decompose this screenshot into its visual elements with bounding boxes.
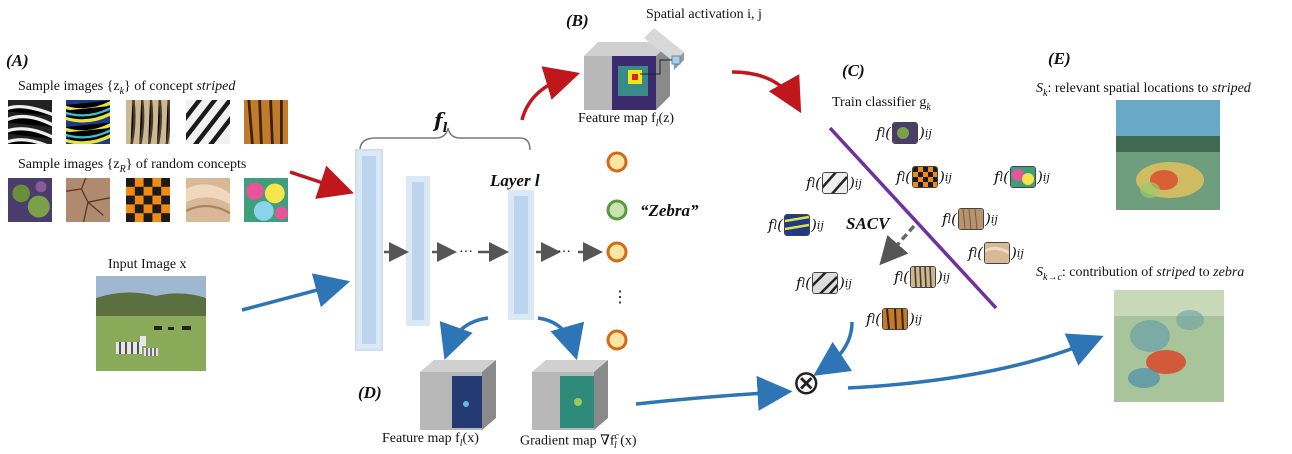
classifier-caption: Train classifier gk: [832, 95, 931, 113]
concept-images-caption: Sample images {zk} of concept striped: [18, 79, 236, 97]
relevant-caption: Sk: relevant spatial locations to stripe…: [1036, 81, 1251, 99]
feature-map-cube-d: [420, 360, 496, 430]
striped-image-colorful: [66, 100, 110, 144]
striped-image-zebra-1: [8, 100, 52, 144]
sacv-label: SACV: [846, 214, 890, 233]
random-image-silk: [186, 178, 230, 222]
dots-2: ···: [557, 245, 571, 260]
output-node-3: [606, 241, 628, 263]
layer-l-inner: [514, 196, 528, 314]
gradient-map-cube-d: [532, 360, 608, 430]
input-image-caption: Input Image x: [108, 257, 187, 272]
blue-arrow-c-to-combine: [813, 321, 854, 376]
random-image-cracked: [66, 178, 110, 222]
random-image-checkered: [126, 178, 170, 222]
label-c: (C): [842, 61, 865, 80]
random-image-satellite: [8, 178, 52, 222]
feature-map-cube-b: [584, 42, 670, 110]
feature-map-b-caption: Feature map fl(z): [578, 111, 675, 129]
output-node-zebra: [606, 199, 628, 221]
layer-1-inner: [362, 156, 376, 344]
dots-1: ···: [459, 245, 473, 260]
random-images-caption: Sample images {zR} of random concepts: [18, 157, 247, 175]
contribution-caption: Sk→c: contribution of striped to zebra: [1036, 265, 1245, 283]
output-node-4: [606, 329, 628, 351]
f-brace: [359, 127, 531, 151]
label-a: (A): [6, 51, 29, 70]
random-image-yarn: [244, 178, 288, 222]
red-arrow-to-c: [731, 70, 802, 114]
classifier-line: [828, 126, 998, 310]
relevant-locations-heatmap: [1116, 100, 1220, 210]
gradient-map-caption: Gradient map ∇fcl (x): [520, 431, 637, 452]
label-e: (E): [1048, 49, 1071, 68]
striped-image-zebra-3: [186, 100, 230, 144]
combine-symbol: ⊗: [792, 363, 821, 403]
label-d: (D): [358, 383, 382, 402]
red-arrow-to-b: [520, 66, 581, 121]
vertical-dots: ⋮: [612, 289, 628, 306]
contribution-heatmap: [1114, 290, 1224, 402]
input-image: [96, 276, 206, 371]
sacv-arrow: [879, 224, 916, 266]
layer-l-label: Layer l: [490, 171, 540, 190]
layer-2-inner: [412, 182, 424, 320]
blue-arrow-d-to-combine: [635, 375, 793, 411]
red-arrow-random: [289, 165, 354, 199]
activation-column: [640, 28, 684, 75]
striped-image-tiger: [244, 100, 288, 144]
blue-arrow-gradient: [537, 316, 585, 361]
blue-arrow-input: [241, 273, 351, 312]
output-node-1: [606, 151, 628, 173]
activation-caption: Spatial activation i, j: [646, 7, 762, 22]
blue-arrow-feature: [439, 316, 489, 360]
striped-image-zebra-2: [126, 100, 170, 144]
feature-map-d-caption: Feature map fl(x): [382, 431, 479, 449]
zebra-label: “Zebra”: [640, 201, 699, 220]
blue-arrow-to-e: [847, 333, 1104, 390]
label-b: (B): [566, 11, 589, 30]
f-label: fl: [434, 108, 448, 136]
